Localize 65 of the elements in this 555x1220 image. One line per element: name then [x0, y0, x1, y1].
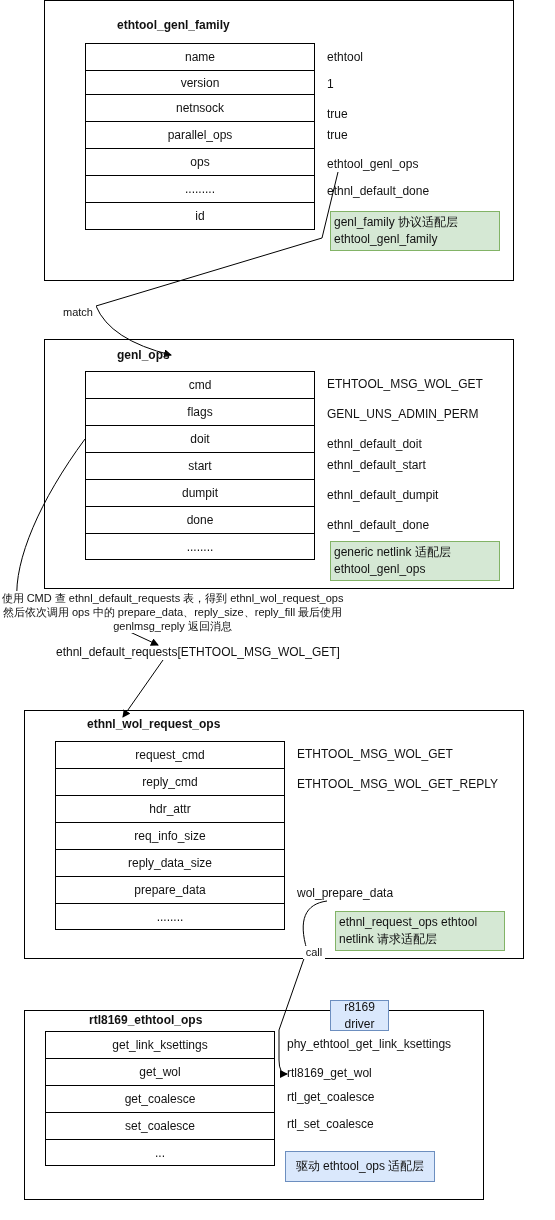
layer-note: genl_family 协议适配层 ethtool_genl_family [330, 211, 500, 251]
struct-field: ......... [85, 175, 315, 203]
value-text: ethnl_default_requests[ETHTOOL_MSG_WOL_GET] [56, 645, 346, 660]
struct-panel [24, 710, 524, 959]
struct-field: name [85, 43, 315, 71]
field-value: ethnl_default_start [327, 458, 426, 472]
field-value: rtl_get_coalesce [287, 1090, 375, 1104]
edge-label: match [60, 306, 96, 319]
connector-arrow [278, 900, 328, 1078]
struct-panel [24, 1010, 484, 1200]
struct-field: prepare_data [55, 876, 285, 904]
struct-field: dumpit [85, 479, 315, 507]
struct-title: ethtool_genl_family [117, 18, 230, 32]
field-value: rtl_set_coalesce [287, 1117, 374, 1131]
struct-panel [44, 0, 514, 281]
struct-field: doit [85, 425, 315, 453]
struct-field: get_wol [45, 1058, 275, 1086]
struct-field: cmd [85, 371, 315, 399]
field-value: 1 [327, 77, 334, 91]
field-value: phy_ethtool_get_link_ksettings [287, 1037, 452, 1051]
struct-field: ........ [85, 533, 315, 560]
value-text: ethtool_genl_ops [327, 157, 437, 172]
field-value: GENL_UNS_ADMIN_PERM [327, 407, 479, 421]
struct-field: hdr_attr [55, 795, 285, 823]
struct-field: version [85, 70, 315, 95]
struct-field: set_coalesce [45, 1112, 275, 1140]
layer-note: 驱动 ethtool_ops 适配层 [285, 1151, 435, 1182]
struct-field: request_cmd [55, 741, 285, 769]
struct-field: id [85, 202, 315, 230]
struct-field: get_coalesce [45, 1085, 275, 1113]
field-value: true [327, 128, 348, 142]
layer-note: generic netlink 适配层 ethtool_genl_ops [330, 541, 500, 581]
edge-label: call [303, 946, 325, 959]
field-value: ethnl_default_done [327, 184, 430, 198]
struct-field: start [85, 452, 315, 480]
struct-field: netnsock [85, 94, 315, 122]
edge-label: 使用 CMD 查 ethnl_default_requests 表，得到 ethnl_wol_request_ops 然后依次调用 ops 中的 prepare_data、reply_size、reply_fill 最后使用 genlmsg_reply 返回消息 [0, 591, 345, 633]
field-value: ethnl_default_done [327, 518, 430, 532]
struct-title: ethnl_wol_request_ops [87, 717, 221, 731]
struct-field: ........ [55, 903, 285, 930]
field-value: ETHTOOL_MSG_WOL_GET [297, 747, 453, 761]
field-value: ETHTOOL_MSG_WOL_GET [327, 377, 483, 391]
struct-field: reply_data_size [55, 849, 285, 877]
struct-field: reply_cmd [55, 768, 285, 796]
struct-title: rtl8169_ethtool_ops [89, 1013, 203, 1027]
layer-note: r8169 driver [330, 1000, 389, 1031]
struct-field: flags [85, 398, 315, 426]
field-value: ethnl_default_doit [327, 437, 422, 451]
field-value: ethnl_default_dumpit [327, 488, 439, 502]
connector-arrow [95, 171, 339, 358]
struct-field: ops [85, 148, 315, 176]
value-text: wol_prepare_data [297, 886, 397, 901]
connector-arrow [122, 659, 164, 718]
field-value: true [327, 107, 348, 121]
field-value: ETHTOOL_MSG_WOL_GET_REPLY [297, 777, 498, 791]
layer-note: ethnl_request_ops ethtool netlink 请求适配层 [335, 911, 505, 951]
struct-field: done [85, 506, 315, 534]
struct-field: ... [45, 1139, 275, 1166]
struct-field: get_link_ksettings [45, 1031, 275, 1059]
struct-title: genl_ops [117, 348, 170, 362]
struct-field: req_info_size [55, 822, 285, 850]
struct-panel [44, 339, 514, 589]
struct-field: parallel_ops [85, 121, 315, 149]
field-value: ethtool [327, 50, 364, 64]
value-text: rtl8169_get_wol [287, 1066, 382, 1081]
